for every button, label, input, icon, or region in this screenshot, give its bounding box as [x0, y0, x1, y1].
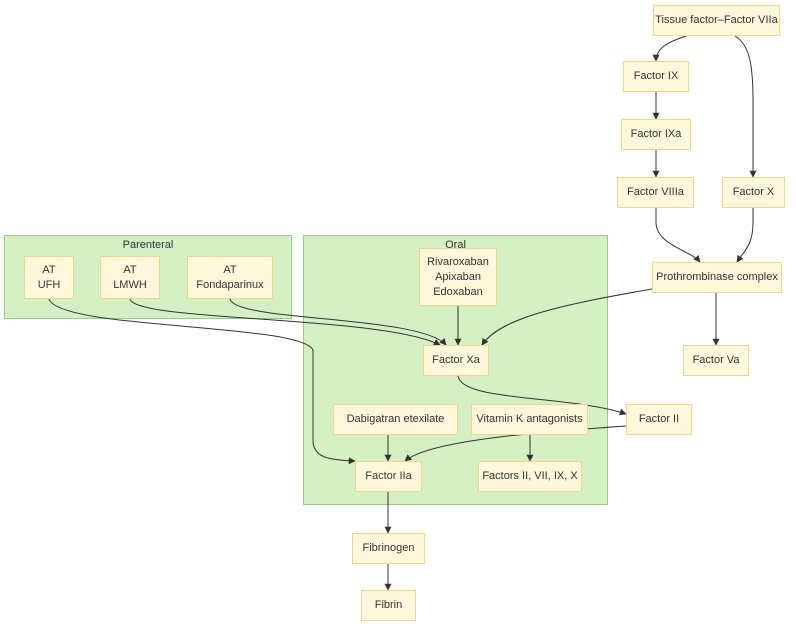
node-label-line: Vitamin K antagonists: [476, 413, 583, 425]
node-vitamin-k-antagonists: Vitamin K antagonists: [471, 404, 588, 435]
edge-tf_vii-to-x: [734, 35, 757, 178]
node-label-line: Factor X: [732, 186, 775, 198]
node-factors-ii-vii-ix-x: Factors II, VII, IX, X: [478, 461, 582, 492]
edge-viiia-to-prothrombinase: [655, 208, 701, 263]
edge-x-to-prothrombinase: [736, 208, 754, 263]
node-label-line: Edoxaban: [433, 285, 483, 298]
node-label-line: Factor II: [638, 413, 680, 425]
node-prothrombinase-complex: Prothrombinase complex: [652, 262, 782, 293]
edge-at_ufh-to-iia: [48, 298, 356, 465]
node-label-line: Rivaroxaban: [427, 255, 489, 268]
node-factor-iia: Factor IIa: [355, 461, 422, 492]
node-label-line: Factor Va: [692, 354, 740, 366]
node-label-line: Factor IXa: [630, 128, 682, 140]
node-label-line: Factor Xa: [432, 354, 480, 366]
edge-at_fonda-to-xa: [229, 298, 447, 346]
node-label-line: Prothrombinase complex: [656, 271, 778, 283]
node-at-fondaparinux: AT Fondaparinux: [187, 256, 273, 299]
cluster-title-parenteral: Parenteral: [122, 239, 174, 251]
node-label-line: AT: [223, 263, 237, 276]
edge-xa-to-ii: [457, 375, 627, 416]
node-dabigatran-etexilate: Dabigatran etexilate: [333, 404, 458, 435]
edge-ii-to-iia: [404, 425, 627, 462]
edge-tf_vii-to-ix: [652, 35, 687, 62]
node-factor-ix: Factor IX: [623, 61, 689, 92]
node-label-line: Factor IIa: [365, 470, 412, 482]
node-factor-va: Factor Va: [683, 345, 749, 376]
edge-at_lmwh-to-xa: [129, 298, 441, 346]
node-factor-ii: Factor II: [626, 404, 692, 435]
node-label-line: LMWH: [113, 278, 147, 291]
node-factor-xa: Factor Xa: [423, 345, 489, 376]
node-label-line: Factor VIIIa: [627, 186, 684, 198]
node-at-ufh: AT UFH: [24, 256, 74, 299]
node-tissue-factor-viia: Tissue factor–Factor VIIa: [653, 5, 780, 36]
node-label-line: Tissue factor–Factor VIIa: [655, 14, 778, 26]
edge-prothrombinase-to-xa: [481, 288, 653, 346]
node-factor-x: Factor X: [722, 177, 785, 208]
node-label-line: Factor IX: [633, 70, 679, 82]
node-label-line: Fibrin: [374, 599, 403, 611]
node-label-line: Fibrinogen: [362, 542, 415, 554]
node-label-line: Fondaparinux: [196, 278, 264, 291]
node-label-line: Apixaban: [435, 270, 481, 283]
node-fibrin: Fibrin: [361, 590, 416, 621]
node-label-line: AT: [123, 263, 137, 276]
node-label-line: Dabigatran etexilate: [346, 413, 445, 425]
node-fibrinogen: Fibrinogen: [352, 533, 425, 564]
node-label-line: AT: [42, 263, 56, 276]
node-at-lmwh: AT LMWH: [100, 256, 160, 299]
node-label-line: UFH: [37, 278, 61, 291]
node-factor-viiia: Factor VIIIa: [617, 177, 694, 208]
node-label-line: Factors II, VII, IX, X: [482, 470, 578, 482]
node-factor-ixa: Factor IXa: [621, 119, 691, 150]
